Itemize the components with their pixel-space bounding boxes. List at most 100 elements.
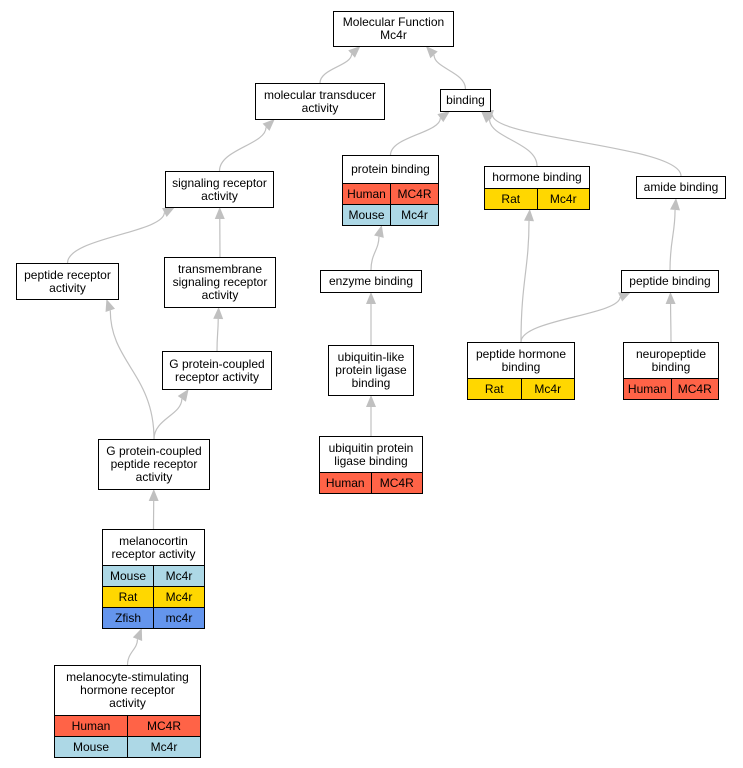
arrowhead — [524, 209, 534, 222]
edge-protein-binding-to-binding — [389, 117, 441, 156]
annotation-row: Human MC4R — [320, 472, 422, 493]
go-term-label: transmembrane signaling receptor activit… — [172, 262, 268, 302]
go-term-label: binding — [446, 93, 485, 107]
gene-cell: Mc4r — [520, 379, 575, 399]
arrowhead — [618, 292, 631, 302]
edge-binding-to-molecular-function — [433, 54, 467, 90]
species-cell: Human — [325, 475, 365, 490]
annotation-row: Human MC4R — [55, 715, 200, 736]
arrowhead — [148, 489, 159, 502]
arrowhead — [374, 225, 384, 238]
arrowhead — [105, 299, 116, 312]
go-term-label: peptide receptor activity — [24, 267, 111, 295]
gene-cell: Mc4r — [127, 737, 200, 757]
species-cell: Human — [347, 186, 386, 201]
annotation-row: Zfish mc4r — [103, 607, 204, 628]
go-term-label: hormone binding — [492, 170, 582, 184]
go-term-label: ubiquitin-like protein ligase binding — [335, 350, 407, 390]
species-cell: Rat — [118, 589, 138, 604]
go-term-molecular-transducer-activity[interactable]: molecular transducer activity — [255, 83, 385, 120]
edge-molecular-transducer-activity-to-molecular-function — [319, 53, 353, 84]
arrowhead — [177, 389, 189, 402]
gene-cell: MC4R — [390, 184, 438, 204]
annotation-row: Rat Mc4r — [103, 586, 204, 607]
go-term-g-protein-coupled-receptor-activity[interactable]: G protein-coupled receptor activity — [162, 351, 272, 390]
arrowhead — [481, 109, 494, 120]
species-cell: Mouse — [72, 739, 110, 754]
gene-cell: Mc4r — [153, 566, 204, 586]
species-cell: Mouse — [348, 207, 385, 222]
edge-hormone-binding-to-binding — [488, 119, 538, 167]
edge-g-protein-coupled-peptide-receptor-activity-to-g-protein-coupled-receptor-activity — [153, 398, 183, 440]
edge-g-protein-coupled-receptor-activity-to-transmembrane-signaling-receptor-activity — [216, 318, 219, 352]
edge-peptide-hormone-binding-to-hormone-binding — [520, 220, 530, 343]
edge-melanocyte-stimulating-hormone-receptor-activity-to-melanocortin-receptor-activity — [126, 639, 139, 666]
arrowhead — [366, 292, 376, 304]
arrowhead — [214, 207, 225, 220]
annotation-row: Rat Mc4r — [485, 188, 589, 209]
gene-cell: mc4r — [153, 608, 204, 628]
go-term-peptide-binding[interactable]: peptide binding — [621, 270, 719, 293]
arrowhead — [366, 395, 376, 407]
gene-cell: Mc4r — [390, 205, 438, 225]
go-term-g-protein-coupled-peptide-receptor-activity[interactable]: G protein-coupled peptide receptor activ… — [98, 439, 210, 490]
go-term-binding[interactable]: binding — [440, 89, 491, 112]
species-cell: Zfish — [114, 610, 141, 625]
species-cell: Human — [627, 381, 667, 396]
edge-amide-binding-to-binding — [491, 114, 682, 177]
go-term-transmembrane-signaling-receptor-activity[interactable]: transmembrane signaling receptor activit… — [164, 257, 276, 308]
go-term-label: enzyme binding — [328, 274, 414, 288]
go-term-label: amide binding — [643, 180, 719, 194]
arrowhead — [665, 292, 676, 305]
go-term-ubiquitin-like-protein-ligase-binding[interactable]: ubiquitin-like protein ligase binding — [328, 345, 414, 396]
edge-enzyme-binding-to-protein-binding — [370, 236, 380, 271]
gene-cell: Mc4r — [153, 587, 204, 607]
go-term-amide-binding[interactable]: amide binding — [636, 176, 726, 199]
gene-cell: MC4R — [370, 473, 423, 493]
annotation-row: Mouse Mc4r — [55, 736, 200, 757]
gene-cell: Mc4r — [536, 189, 590, 209]
arrowhead — [348, 46, 361, 58]
edge-signaling-receptor-activity-to-molecular-transducer-activity — [218, 127, 267, 172]
go-term-label: ubiquitin protein ligase binding — [328, 440, 414, 468]
go-term-enzyme-binding[interactable]: enzyme binding — [320, 270, 422, 293]
annotation-row: Rat Mc4r — [468, 378, 574, 399]
go-term-label: protein binding — [351, 162, 430, 176]
annotation-row: Human MC4R — [343, 183, 438, 204]
go-term-label: melanocyte-stimulating hormone receptor … — [66, 670, 189, 710]
go-term-label: Molecular Function Mc4r — [342, 15, 445, 42]
species-cell: Rat — [484, 381, 504, 396]
species-cell: Human — [71, 718, 111, 733]
gene-cell: MC4R — [127, 716, 200, 736]
arrowhead — [670, 198, 681, 211]
go-term-label: peptide binding — [629, 274, 711, 288]
arrowhead — [437, 111, 450, 123]
edge-g-protein-coupled-peptide-receptor-activity-to-peptide-receptor-activity — [109, 310, 155, 440]
annotation-row: Mouse Mc4r — [343, 204, 438, 225]
arrowhead — [262, 119, 275, 131]
edge-peptide-binding-to-amide-binding — [669, 209, 676, 271]
go-term-label: neuropeptide binding — [635, 346, 707, 374]
go-term-melanocyte-stimulating-hormone-receptor-activity[interactable]: melanocyte-stimulating hormone receptor … — [54, 665, 201, 758]
arrowhead — [425, 46, 438, 59]
go-term-label: molecular transducer activity — [263, 87, 377, 115]
go-term-molecular-function[interactable]: Molecular Function Mc4r — [333, 11, 454, 47]
arrowhead — [481, 111, 494, 123]
go-term-label: G protein-coupled peptide receptor activ… — [106, 444, 202, 484]
species-cell: Rat — [501, 191, 521, 206]
arrowhead — [132, 628, 143, 641]
go-term-signaling-receptor-activity[interactable]: signaling receptor activity — [165, 171, 274, 208]
arrowhead — [213, 307, 224, 320]
go-term-peptide-receptor-activity[interactable]: peptide receptor activity — [16, 263, 119, 300]
gene-cell: MC4R — [670, 379, 719, 399]
